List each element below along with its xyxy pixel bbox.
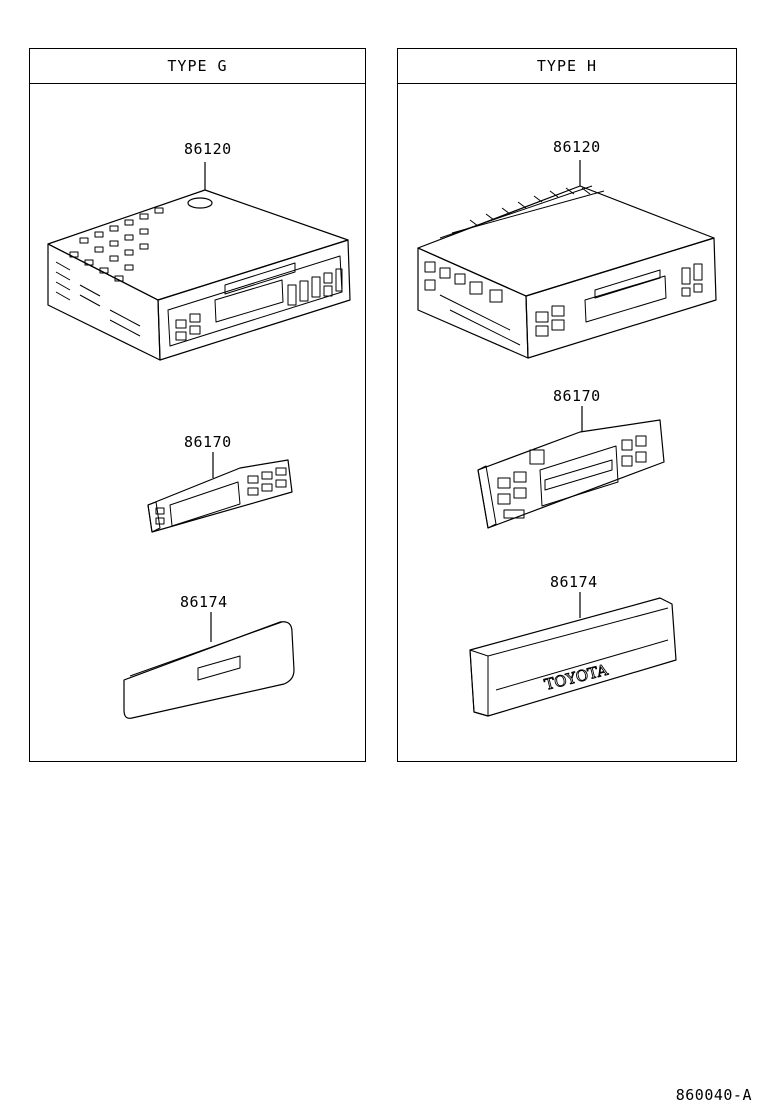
type-h-radio-unit-illustration (417, 160, 717, 359)
type-h-header: TYPE H (398, 49, 736, 84)
type-g-part-86174-label[interactable]: 86174 (180, 593, 228, 611)
type-g-front-panel-illustration (147, 452, 293, 533)
type-g-part-86170-label[interactable]: 86170 (184, 433, 232, 451)
type-g-radio-unit-illustration (47, 162, 351, 361)
type-h-part-86170-label[interactable]: 86170 (553, 387, 601, 405)
type-g-title: TYPE G (167, 57, 228, 75)
type-h-panel: TYPE H (397, 48, 737, 762)
type-h-cover-illustration: TOYOTA (469, 592, 677, 717)
type-g-panel: TYPE G (29, 48, 366, 762)
type-h-front-panel-illustration (477, 406, 665, 529)
type-g-header: TYPE G (30, 49, 365, 84)
type-h-part-86120-label[interactable]: 86120 (553, 138, 601, 156)
type-g-part-86120-label[interactable]: 86120 (184, 140, 232, 158)
type-h-title: TYPE H (536, 57, 598, 75)
type-h-part-86174-label[interactable]: 86174 (550, 573, 598, 591)
type-h-cover-emblem: TOYOTA (543, 661, 610, 694)
type-g-cover-illustration (123, 612, 295, 719)
diagram-code: 860040-A (675, 1086, 752, 1104)
